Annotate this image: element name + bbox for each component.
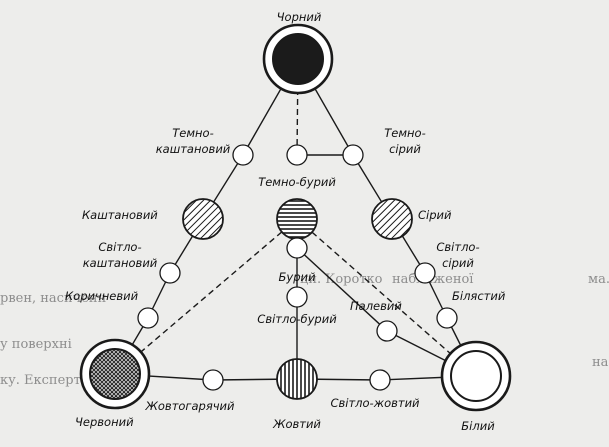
label-palevyi-line: Палевий <box>350 299 402 313</box>
label-palevyi: Палевий <box>350 299 402 313</box>
label-svitlo-kashtanovyi-line: каштановий <box>83 256 158 270</box>
edge-temno-buryi-chervonyi <box>114 218 298 375</box>
node-svitlo-zhovtyi <box>369 369 391 391</box>
node-palevyi-circle <box>376 320 398 342</box>
node-top-mid-small <box>286 144 308 166</box>
edge-buryi-palevyi <box>296 247 388 332</box>
node-korychnevyi <box>137 307 159 329</box>
node-svitlo-zhovtyi-circle <box>369 369 391 391</box>
label-bilyi: Білий <box>461 419 495 433</box>
label-temno-kashtanovyi-line: Темно- <box>172 126 213 140</box>
label-temno-buryi-line: Темно-бурий <box>258 175 336 189</box>
node-temno-siryi <box>342 144 364 166</box>
label-svitlo-siryi-line: сірий <box>442 256 474 270</box>
label-bilyastyi: Білястий <box>452 289 506 303</box>
node-temno-kashtanovyi-circle <box>232 144 254 166</box>
node-buryi-circle <box>286 237 308 259</box>
nodes-layer <box>79 23 512 412</box>
label-svitlo-kashtanovyi: Світло-каштановий <box>83 240 158 270</box>
label-temno-buryi: Темно-бурий <box>258 175 336 189</box>
node-zhovtyi <box>276 358 318 400</box>
label-zhovtoharyachyi-line: Жовтогарячий <box>145 399 236 413</box>
label-bilyastyi-line: Білястий <box>452 289 506 303</box>
node-svitlo-siryi-circle <box>414 262 436 284</box>
bleed-through-text: рвен, насиченн <box>0 291 106 306</box>
node-buryi <box>286 237 308 259</box>
label-svitlo-buryi-line: Світло-бурий <box>257 312 337 326</box>
node-chervonyi-inner-disc <box>89 348 141 400</box>
node-palevyi <box>376 320 398 342</box>
label-svitlo-buryi: Світло-бурий <box>257 312 337 326</box>
node-siryi-circle <box>371 198 413 240</box>
node-svitlo-buryi <box>286 286 308 308</box>
node-siryi <box>371 198 413 240</box>
node-bilyi-inner-disc <box>450 350 502 402</box>
label-korychnevyi-line: Коричневий <box>65 289 139 303</box>
node-svitlo-buryi-circle <box>286 286 308 308</box>
node-temno-buryi-circle <box>276 198 318 240</box>
node-chervonyi <box>79 338 151 410</box>
label-svitlo-zhovtyi-line: Світло-жовтий <box>330 396 420 410</box>
label-kashtanovyi: Каштановий <box>82 208 158 222</box>
node-top-mid-small-circle <box>286 144 308 166</box>
label-svitlo-siryi: Світло-сірий <box>436 240 479 270</box>
label-temno-siryi: Темно-сірий <box>384 126 425 156</box>
node-svitlo-siryi <box>414 262 436 284</box>
label-zhovtyi-line: Жовтий <box>272 417 321 431</box>
node-bilyastyi <box>436 307 458 329</box>
label-korychnevyi: Коричневий <box>65 289 139 303</box>
label-chervonyi-line: Червоний <box>75 415 134 429</box>
node-svitlo-kashtanovyi-circle <box>159 262 181 284</box>
bleed-through-text: на <box>592 355 609 370</box>
label-temno-siryi-line: Темно- <box>384 126 425 140</box>
node-temno-kashtanovyi <box>232 144 254 166</box>
node-bilyastyi-circle <box>436 307 458 329</box>
node-zhovtyi-circle <box>276 358 318 400</box>
node-temno-siryi-circle <box>342 144 364 166</box>
node-kashtanovyi-circle <box>182 198 224 240</box>
node-chornyi-inner-disc <box>272 33 324 85</box>
label-svitlo-kashtanovyi-line: Світло- <box>98 240 141 254</box>
label-siryi: Сірий <box>418 208 452 222</box>
bleed-through-text: у поверхні <box>0 337 72 352</box>
label-temno-kashtanovyi-line: каштановий <box>156 142 231 156</box>
label-bilyi-line: Білий <box>461 419 495 433</box>
label-chornyi: Чорний <box>277 10 322 24</box>
node-zhovtoharyachyi-circle <box>202 369 224 391</box>
label-temno-siryi-line: сірий <box>389 142 421 156</box>
bleed-through-text: ма. Вишгород <box>588 272 609 287</box>
label-chervonyi: Червоний <box>75 415 134 429</box>
label-chornyi-line: Чорний <box>277 10 322 24</box>
node-kashtanovyi <box>182 198 224 240</box>
node-zhovtoharyachyi <box>202 369 224 391</box>
label-zhovtyi: Жовтий <box>272 417 321 431</box>
label-buryi: Бурий <box>279 270 316 284</box>
bleed-through-text: ку. Експерт <box>0 373 81 388</box>
bleed-through-text: ци. Коротко <box>300 272 383 287</box>
node-temno-buryi <box>276 198 318 240</box>
labels-layer: ЧорнийТемно-каштановийТемно-сірийКаштано… <box>65 10 506 433</box>
label-kashtanovyi-line: Каштановий <box>82 208 158 222</box>
label-zhovtoharyachyi: Жовтогарячий <box>145 399 236 413</box>
label-temno-kashtanovyi: Темно-каштановий <box>156 126 231 156</box>
edge-chornyi-top-mid-small <box>296 58 299 156</box>
node-svitlo-kashtanovyi <box>159 262 181 284</box>
label-siryi-line: Сірий <box>418 208 452 222</box>
label-buryi-line: Бурий <box>279 270 316 284</box>
node-korychnevyi-circle <box>137 307 159 329</box>
label-svitlo-siryi-line: Світло- <box>436 240 479 254</box>
label-svitlo-zhovtyi: Світло-жовтий <box>330 396 420 410</box>
node-bilyi <box>440 340 512 412</box>
node-chornyi <box>262 23 334 95</box>
